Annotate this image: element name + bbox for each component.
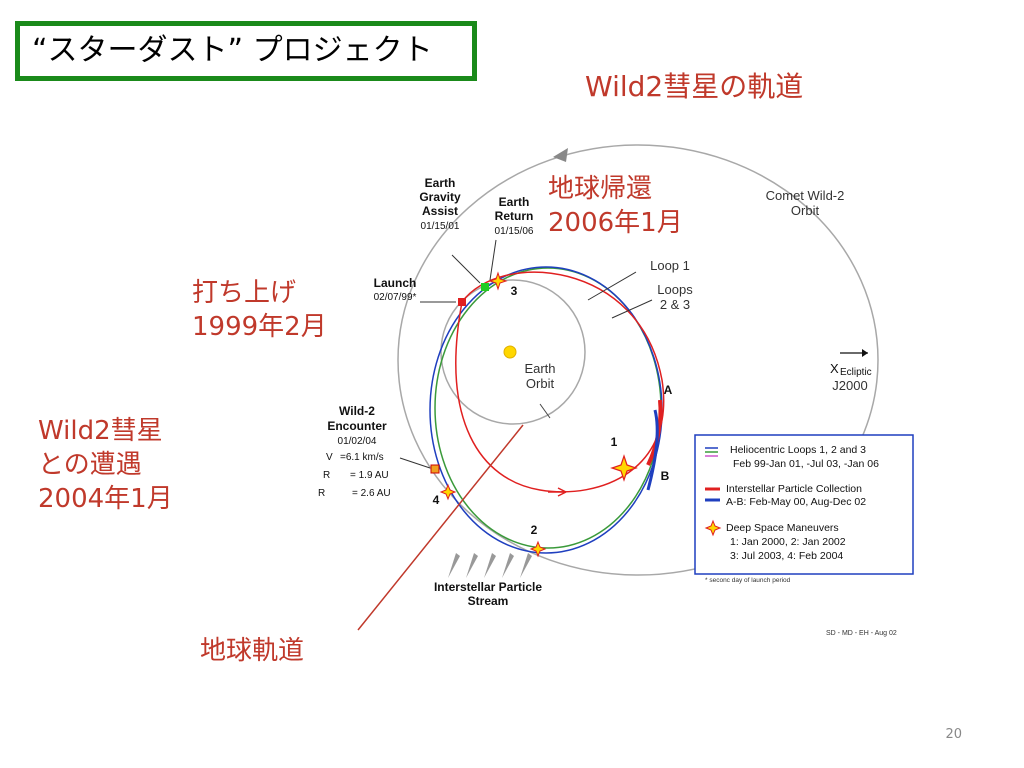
encounter-line2: との遭遇: [38, 450, 142, 480]
comet-orbit-arrow: [553, 148, 568, 162]
gravity-assist-date: 01/15/01: [421, 221, 460, 232]
point-1-label: 1: [611, 435, 618, 449]
loop1-red: [455, 271, 665, 493]
earth-orbit-leader-line: [357, 424, 524, 631]
ecliptic-arrowhead: [862, 349, 868, 357]
legend-footnote: * seconc day of launch period: [705, 577, 791, 584]
encounter-line3: 2004年1月: [38, 484, 173, 514]
comet-orbit-label-1: Comet Wild-2: [766, 188, 845, 203]
maneuver-star-3: [488, 271, 508, 291]
encounter-label-1: Wild-2: [339, 404, 375, 418]
gravity-assist-label-2: Gravity: [419, 190, 461, 204]
earth-return-label-2: Return: [495, 209, 534, 223]
launch-line2: 1999年2月: [192, 312, 327, 342]
maneuver-star-2: [529, 540, 547, 558]
legend-maneuvers-2: 1: Jan 2000, 2: Jan 2002: [730, 536, 846, 548]
point-2-label: 2: [531, 523, 538, 537]
encounter-rsun: = 1.9 AU: [350, 470, 389, 481]
legend-helio-1: Heliocentric Loops 1, 2 and 3: [730, 444, 866, 456]
loops23-label-1: Loops: [657, 282, 693, 297]
launch-annotation: 打ち上げ 1999年2月: [192, 276, 327, 344]
diagram-credit: SD - MD - EH - Aug 02: [826, 630, 897, 637]
page-number: 20: [945, 727, 962, 742]
maneuver-star-4: [439, 483, 457, 501]
gravity-assist-leader: [451, 254, 481, 284]
legend-maneuvers-1: Deep Space Maneuvers: [726, 522, 839, 534]
earth-return-annotation: 地球帰還 2006年1月: [548, 172, 683, 240]
legend-maneuvers-3: 3: Jul 2003, 4: Feb 2004: [730, 550, 843, 562]
gravity-assist-label-3: Assist: [422, 204, 458, 218]
ecliptic-j2000: J2000: [832, 378, 867, 393]
particle-stream-arrows: [448, 553, 532, 578]
stream-label-1: Interstellar Particle: [434, 580, 542, 594]
earth-return-date: 01/15/06: [495, 226, 534, 237]
earth-return-label-1: Earth: [499, 195, 530, 209]
loops23-leader: [611, 299, 653, 319]
loop1-arrow: [548, 487, 567, 497]
collection-segment-b: [646, 409, 659, 491]
encounter-leader: [399, 457, 431, 469]
comet-orbit-label-2: Orbit: [791, 203, 820, 218]
legend-collection-2: A-B: Feb-May 00, Aug-Dec 02: [726, 496, 866, 508]
legend-star-icon: [704, 519, 722, 537]
point-4-label: 4: [433, 493, 440, 507]
encounter-date: 01/02/04: [338, 436, 377, 447]
loops23-label-2: 2 & 3: [660, 297, 690, 312]
earth-orbit-pointer: [539, 403, 551, 419]
gravity-assist-marker: [481, 283, 489, 291]
orbit-heading: Wild2彗星の軌道: [585, 70, 804, 103]
stream-label-2: Stream: [468, 594, 509, 608]
earth-orbit-label-1: Earth: [524, 361, 555, 376]
earth-return-line2: 2006年1月: [548, 208, 683, 238]
encounter-rsun-symbol: R: [323, 470, 330, 481]
ecliptic-label: Ecliptic: [840, 367, 872, 378]
sun-icon: [503, 345, 517, 359]
loop1-leader: [587, 271, 637, 301]
encounter-rearth-symbol: R: [318, 488, 325, 499]
launch-date: 02/07/99*: [374, 292, 417, 303]
point-3-label: 3: [511, 284, 518, 298]
encounter-marker: [430, 464, 440, 474]
encounter-line1: Wild2彗星: [38, 416, 163, 446]
earth-orbit-label-2: Orbit: [526, 376, 555, 391]
encounter-label-2: Encounter: [327, 419, 387, 433]
launch-marker: [458, 298, 466, 306]
encounter-annotation: Wild2彗星 との遭遇 2004年1月: [38, 414, 173, 516]
earth-return-leader: [489, 239, 497, 281]
slide-title: “スターダスト” プロジェクト: [15, 21, 477, 81]
loop1-label: Loop 1: [650, 258, 690, 273]
maneuver-star-1: [610, 454, 638, 482]
encounter-velocity: =6.1 km/s: [340, 452, 384, 463]
launch-label: Launch: [374, 276, 417, 290]
ecliptic-x: X: [830, 361, 839, 376]
legend-helio-2: Feb 99-Jan 01, -Jul 03, -Jan 06: [733, 458, 879, 470]
encounter-rearth: = 2.6 AU: [352, 488, 391, 499]
encounter-v-symbol: V: [326, 452, 333, 463]
point-b-label: B: [661, 469, 670, 483]
comet-orbit-ellipse: [397, 144, 879, 576]
gravity-assist-label-1: Earth: [425, 176, 456, 190]
launch-line1: 打ち上げ: [192, 278, 297, 308]
legend-collection-1: Interstellar Particle Collection: [726, 483, 862, 495]
earth-orbit-annotation: 地球軌道: [200, 636, 305, 666]
point-a-label: A: [664, 383, 673, 397]
earth-return-line1: 地球帰還: [548, 174, 653, 204]
earth-orbit-circle: [440, 279, 586, 425]
legend-box: [694, 434, 914, 575]
